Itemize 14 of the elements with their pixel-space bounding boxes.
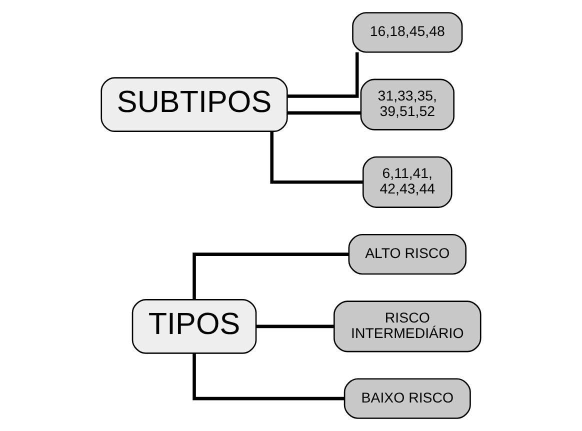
connector	[287, 111, 361, 115]
node-box: 6,11,41, 42,43,44	[362, 156, 452, 208]
node-box: ALTO RISCO	[348, 234, 467, 275]
node-box: 31,33,35, 39,51,52	[360, 78, 454, 130]
connector	[270, 132, 364, 184]
connector	[256, 324, 334, 328]
node-box: RISCO INTERMEDIÁRIO	[334, 300, 482, 352]
node-box: BAIXO RISCO	[344, 378, 471, 419]
node-box: TIPOS	[132, 299, 257, 354]
node-box: 16,18,45,48	[352, 12, 463, 53]
connector	[192, 252, 349, 300]
connector	[192, 353, 344, 400]
connector	[288, 52, 359, 98]
node-box: SUBTIPOS	[100, 77, 288, 132]
